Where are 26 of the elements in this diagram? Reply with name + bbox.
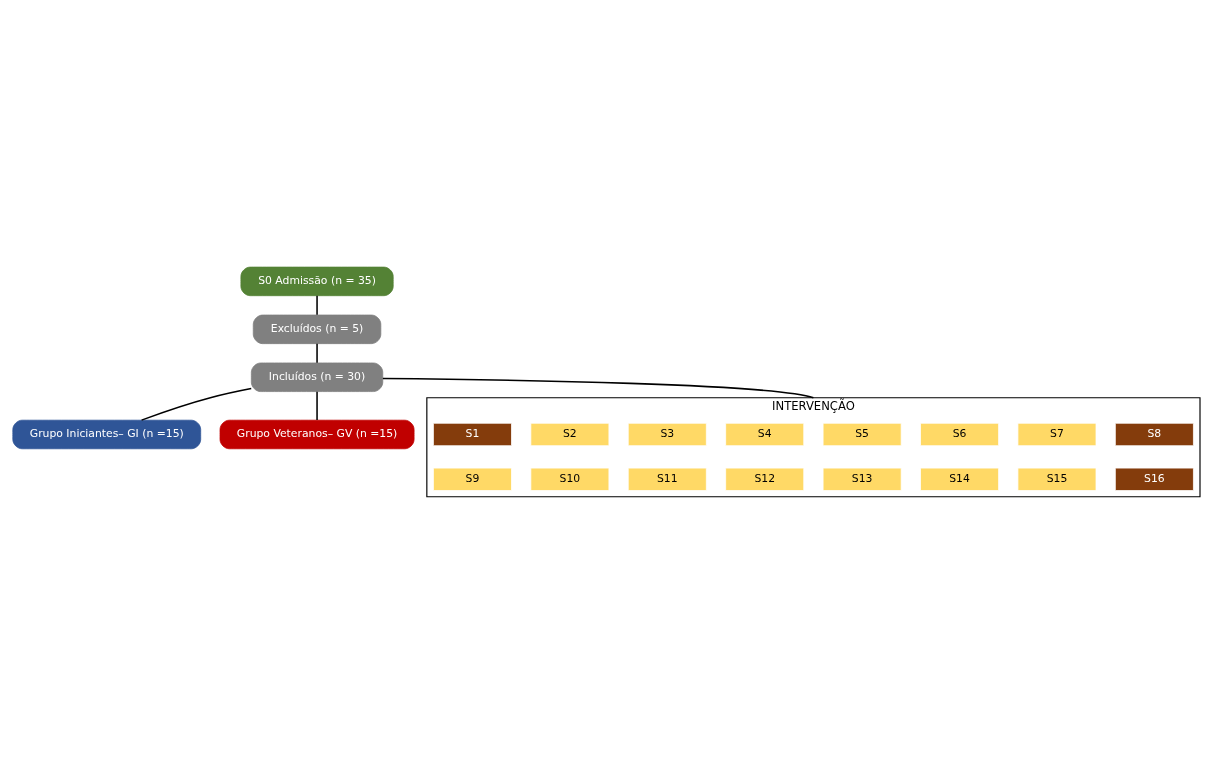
node-box: S7: [1017, 422, 1097, 446]
node-box: S3: [627, 422, 707, 446]
node-box: S0 Admissão (n = 35): [240, 266, 394, 296]
connector: [140, 387, 253, 421]
connector: [316, 342, 318, 364]
node-box: Grupo Veteranos– GV (n =15): [219, 419, 415, 449]
connector: [316, 294, 318, 316]
node-box: S2: [530, 422, 610, 446]
node-box: S8: [1114, 422, 1194, 446]
connector: [316, 390, 318, 421]
node-box: S4: [725, 422, 805, 446]
node-box: S9: [433, 467, 512, 491]
node-box: Grupo Iniciantes– GI (n =15): [12, 419, 202, 449]
connector: [382, 377, 815, 399]
node-box: S5: [822, 422, 902, 446]
node-box: S10: [530, 467, 610, 491]
node-box: S11: [627, 467, 707, 491]
node-box: S1: [433, 422, 512, 446]
node-box: Excluídos (n = 5): [252, 314, 382, 344]
node-box: S15: [1017, 467, 1097, 491]
node-box: S6: [920, 422, 999, 446]
node-box: S12: [725, 467, 805, 491]
node-box: S14: [920, 467, 999, 491]
node-box: S13: [822, 467, 902, 491]
node-box: S16: [1114, 467, 1194, 491]
node-box: Incluídos (n = 30): [250, 362, 384, 392]
